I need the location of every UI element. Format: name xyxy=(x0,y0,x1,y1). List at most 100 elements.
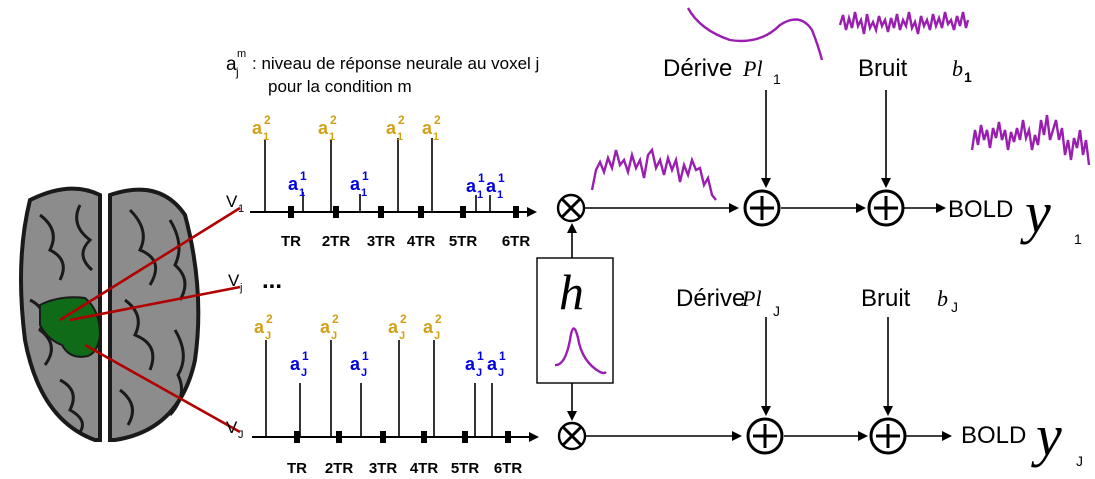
tick-mark xyxy=(288,206,294,218)
svg-text:a: a xyxy=(423,317,434,337)
input-arrows xyxy=(761,90,893,416)
tick-mark xyxy=(418,206,424,218)
svg-text:BOLD: BOLD xyxy=(948,196,1013,223)
tick-mark xyxy=(460,206,466,218)
tick-mark xyxy=(505,431,511,443)
svg-text:J: J xyxy=(434,330,440,342)
svg-text:a: a xyxy=(290,354,301,374)
voxel-mid-sub: j xyxy=(239,282,242,294)
svg-text:1: 1 xyxy=(263,131,269,143)
svg-text:a: a xyxy=(288,174,299,194)
voxel-bottom-sub: J xyxy=(238,429,244,441)
svg-text:a: a xyxy=(486,176,497,196)
noise-signal xyxy=(838,11,970,35)
svg-text:1: 1 xyxy=(433,131,439,143)
tick-label: 6TR xyxy=(502,233,531,250)
sum-operator-noise-bottom xyxy=(869,417,907,455)
voxel-mid-label: V xyxy=(228,271,240,290)
svg-text:a: a xyxy=(318,118,329,138)
svg-text:1: 1 xyxy=(300,169,307,183)
svg-text:Dérive: Dérive xyxy=(663,55,732,82)
tick-label: TR xyxy=(281,233,301,250)
svg-text:a: a xyxy=(466,176,477,196)
legend: a j m : niveau de réponse neurale au vox… xyxy=(226,48,539,96)
noise-bottom-sub: J xyxy=(951,299,958,315)
drift-bottom-symbol: Pl xyxy=(741,286,762,311)
drift-bottom-sub: J xyxy=(773,303,780,319)
svg-text:J: J xyxy=(498,367,504,379)
legend-symbol: a xyxy=(226,54,237,75)
tick-label: 6TR xyxy=(494,460,523,477)
svg-text:J: J xyxy=(265,330,271,342)
output-label-top: BOLD y 1 xyxy=(948,180,1082,247)
svg-text:a: a xyxy=(388,317,399,337)
drift-label-top: Dérive Pl 1 xyxy=(663,55,781,87)
svg-text:J: J xyxy=(361,367,367,379)
svg-text:J: J xyxy=(301,367,307,379)
svg-text:2: 2 xyxy=(434,113,441,127)
svg-text:1: 1 xyxy=(498,171,505,185)
svg-text:a: a xyxy=(320,317,331,337)
tick-label: 3TR xyxy=(369,460,398,477)
svg-text:2: 2 xyxy=(264,113,271,127)
voxel-top-sub: 1 xyxy=(238,203,244,215)
svg-text:1: 1 xyxy=(497,189,503,201)
tick-mark xyxy=(294,431,300,443)
noise-top-symbol: b xyxy=(952,56,963,81)
legend-symbol-sup: m xyxy=(237,48,246,60)
output-bottom-sub: J xyxy=(1076,453,1083,469)
legend-line-1: : niveau de réponse neurale au voxel j xyxy=(252,54,539,73)
tick-mark xyxy=(421,431,427,443)
svg-text:2: 2 xyxy=(400,312,407,326)
sum-operator-drift-top xyxy=(743,189,781,227)
svg-text:J: J xyxy=(476,367,482,379)
svg-text:a: a xyxy=(350,174,361,194)
svg-text:J: J xyxy=(331,330,337,342)
drift-top-symbol: Pl xyxy=(742,56,763,81)
drift-label-bottom: Dérive Pl J xyxy=(676,285,780,319)
svg-text:a: a xyxy=(254,317,265,337)
svg-text:a: a xyxy=(350,354,361,374)
convolution-operator-bottom xyxy=(557,421,587,451)
drift-top-sub: 1 xyxy=(773,71,781,87)
svg-text:1: 1 xyxy=(362,169,369,183)
svg-text:1: 1 xyxy=(302,349,309,363)
sum-operator-drift-bottom xyxy=(746,417,784,455)
tick-label: 4TR xyxy=(410,460,439,477)
output-bottom-symbol: y xyxy=(1031,403,1062,468)
tick-mark xyxy=(380,431,386,443)
tick-label: TR xyxy=(287,460,307,477)
tick-label: 5TR xyxy=(449,233,478,250)
output-top-sub: 1 xyxy=(1074,231,1082,247)
hrf-symbol: h xyxy=(559,264,584,320)
legend-line-2: pour la condition m xyxy=(268,77,412,96)
svg-text:1: 1 xyxy=(477,189,483,201)
output-label-bottom: BOLD y J xyxy=(961,403,1083,469)
convolution-operator-top xyxy=(556,193,586,223)
convolved-signal-top xyxy=(590,147,717,201)
voxel-bottom-label: V xyxy=(226,418,238,437)
tick-mark xyxy=(378,206,384,218)
svg-text:2: 2 xyxy=(266,312,273,326)
svg-text:2: 2 xyxy=(332,312,339,326)
svg-text:BOLD: BOLD xyxy=(961,422,1026,449)
svg-text:Dérive: Dérive xyxy=(676,285,745,312)
svg-text:a: a xyxy=(386,118,397,138)
noise-top-sub: 1 xyxy=(964,69,972,85)
tick-mark xyxy=(462,431,468,443)
drift-signal xyxy=(686,7,824,61)
tick-mark xyxy=(333,206,339,218)
svg-text:2: 2 xyxy=(330,113,337,127)
